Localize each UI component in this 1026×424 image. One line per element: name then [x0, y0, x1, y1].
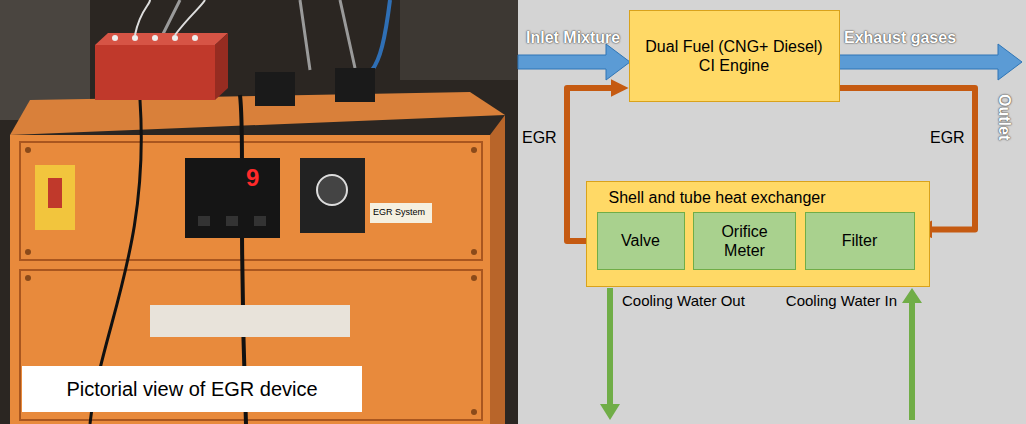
exhaust-arrow — [838, 44, 1022, 80]
label-text: Cooling Water In — [786, 292, 897, 309]
name-plate — [370, 203, 432, 223]
temperature-display — [185, 158, 280, 238]
cabinet-side — [490, 115, 505, 424]
node-text: Dual Fuel (CNG+ Diesel) CI Engine — [636, 37, 833, 75]
label-text: Exhaust gases — [844, 29, 956, 46]
edge-label: EGR — [930, 128, 965, 147]
label-text: 9 — [246, 164, 259, 191]
inlet-arrow — [518, 44, 630, 80]
flow-label: Inlet Mixture — [526, 28, 620, 47]
display-digit: 9 — [246, 164, 259, 193]
photo-background — [0, 0, 518, 424]
cooling-water-in-arrow — [902, 288, 922, 420]
cable — [135, 0, 205, 35]
adapter — [255, 72, 295, 106]
switch-knob — [48, 178, 62, 208]
terminals — [112, 35, 198, 41]
paper-sticker — [150, 305, 350, 337]
filter-box: Filter — [805, 212, 915, 270]
cabinet-panel — [20, 270, 482, 420]
name-plate-text: EGR System — [373, 207, 425, 218]
edge-label-text: EGR — [930, 129, 965, 146]
heat-exchanger-box: Shell and tube heat exchangerValve Orific… — [586, 181, 930, 287]
valve-box: Valve — [597, 212, 685, 270]
label-text: EGR System — [373, 207, 425, 217]
flow-label: Exhaust gases — [844, 28, 956, 47]
cabinet-panel — [20, 142, 482, 260]
diagram-background — [518, 0, 1026, 424]
selector-dial-plate — [300, 158, 365, 233]
cable — [372, 0, 390, 70]
cabinet-front — [10, 135, 490, 424]
node-text: Pictorial view of EGR device — [66, 377, 317, 401]
mains-switch — [35, 165, 75, 230]
node-text: Valve — [621, 231, 660, 250]
display-button — [198, 216, 210, 226]
engine-box: Dual Fuel (CNG+ Diesel) CI Engine — [629, 10, 840, 102]
label-text: Inlet Mixture — [526, 29, 620, 46]
node-text: Orifice Meter — [700, 222, 789, 260]
junction-box — [95, 45, 215, 100]
edge-label: EGR — [522, 128, 557, 147]
display-button — [254, 216, 266, 226]
edge-label-text: EGR — [522, 129, 557, 146]
caption-box: Pictorial view of EGR device — [22, 366, 362, 412]
junction-box-top — [95, 33, 228, 45]
adapter — [335, 68, 375, 102]
flow-label: Outlet — [995, 94, 1014, 140]
cooling-water-out-arrow — [600, 288, 620, 420]
node-text: Shell and tube heat exchanger — [609, 188, 907, 207]
junction-box-side — [215, 33, 228, 100]
selector-dial — [317, 175, 347, 205]
cooling-water-label: Cooling Water In — [786, 292, 897, 310]
lab-equipment — [400, 0, 518, 80]
orifice-meter-box: Orifice Meter — [693, 212, 796, 270]
display-button — [226, 216, 238, 226]
node-text: Filter — [842, 231, 878, 250]
label-text: Cooling Water Out — [622, 292, 745, 309]
cooling-water-label: Cooling Water Out — [622, 292, 745, 310]
label-text: Outlet — [996, 94, 1013, 140]
